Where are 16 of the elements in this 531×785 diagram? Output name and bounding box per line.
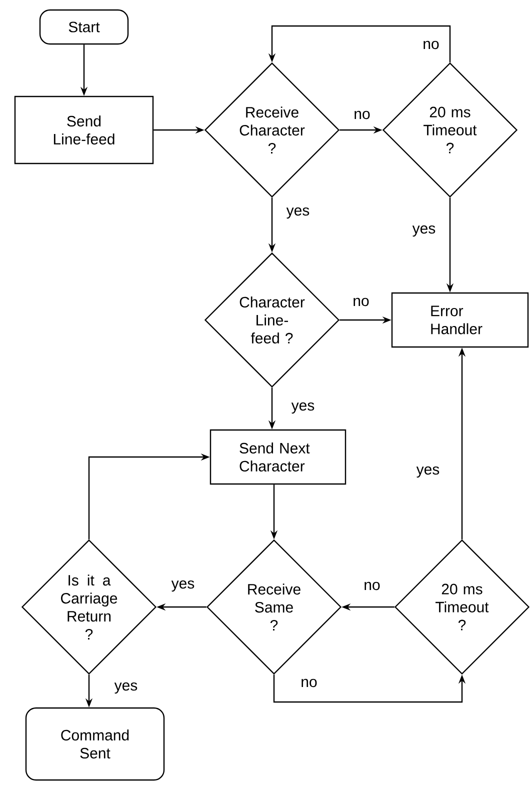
- terminal-box: Command Sent: [25, 707, 165, 781]
- edge-label: no: [352, 296, 370, 308]
- edge-label: yes: [411, 224, 437, 238]
- process-box: Error Handler: [391, 292, 529, 348]
- edge-label: no: [422, 40, 440, 50]
- edge-label: yes: [170, 579, 196, 593]
- edge-label: yes: [290, 401, 316, 415]
- edge-label: yes: [285, 206, 311, 220]
- process-box: Send Line-feed: [14, 96, 154, 164]
- edge-label: yes: [113, 681, 139, 695]
- edge-label: no: [300, 678, 318, 688]
- edge-label: no: [362, 580, 382, 592]
- terminal-box: Start: [39, 9, 129, 45]
- process-box: Send Next Character: [210, 429, 346, 485]
- edge-label: no: [352, 110, 372, 120]
- edge-label: yes: [415, 465, 441, 479]
